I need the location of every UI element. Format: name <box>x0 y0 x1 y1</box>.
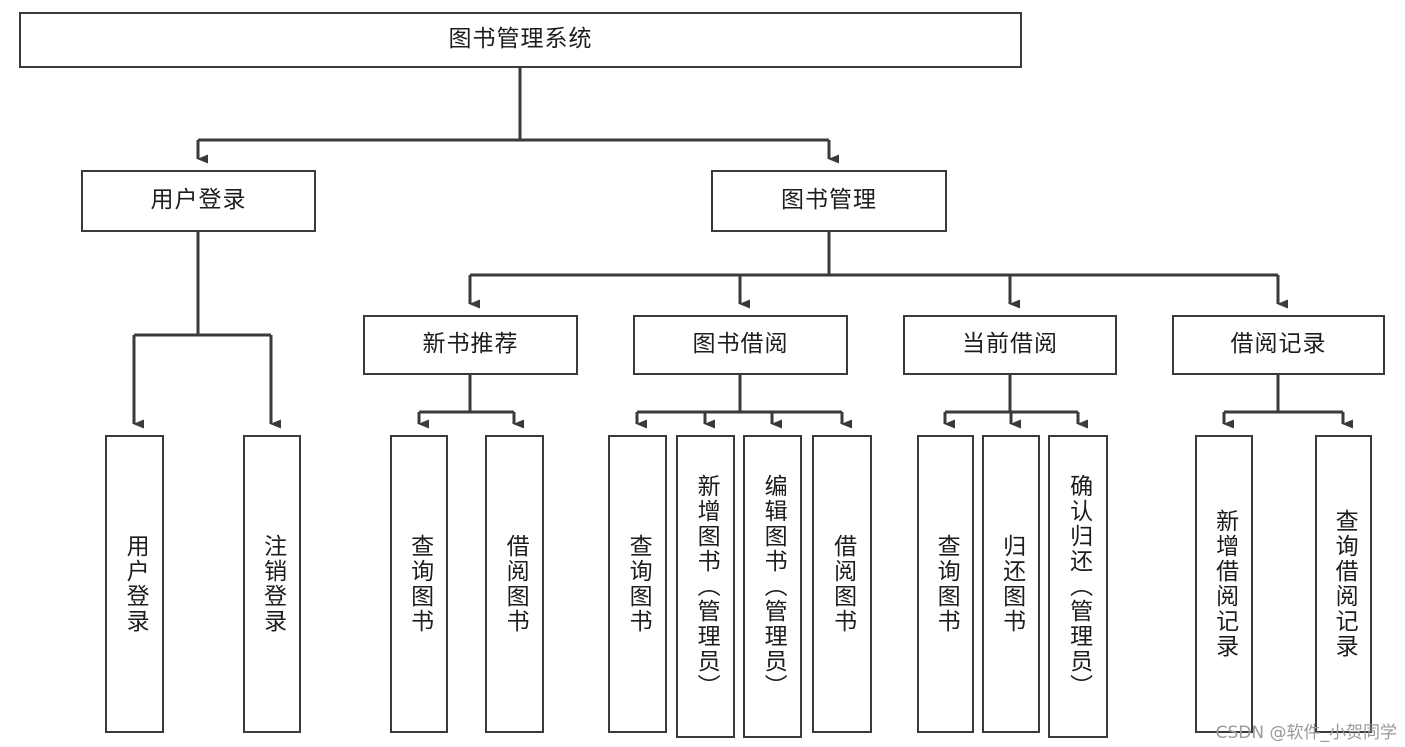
function-label: 编辑图书（管理员） <box>760 474 787 699</box>
root-label: 图书管理系统 <box>448 26 593 53</box>
function-node[interactable]: 借阅图书 <box>812 435 872 733</box>
function-label: 新增图书（管理员） <box>693 474 720 699</box>
function-node[interactable]: 新增图书（管理员） <box>676 435 735 738</box>
function-node[interactable]: 用户登录 <box>105 435 164 733</box>
function-label: 借阅图书 <box>829 534 856 634</box>
module-label: 图书管理 <box>781 187 877 214</box>
submodule-label: 当前借阅 <box>962 331 1058 358</box>
submodule-label: 图书借阅 <box>692 331 789 358</box>
function-node[interactable]: 确认归还（管理员） <box>1048 435 1108 738</box>
function-node[interactable]: 归还图书 <box>982 435 1040 733</box>
function-node[interactable]: 注销登录 <box>243 435 301 733</box>
function-node[interactable]: 查询图书 <box>608 435 667 733</box>
submodule-node[interactable]: 借阅记录 <box>1172 315 1385 375</box>
function-label: 新增借阅记录 <box>1211 509 1238 659</box>
function-node[interactable]: 查询图书 <box>390 435 448 733</box>
function-node[interactable]: 新增借阅记录 <box>1195 435 1253 733</box>
module-label: 用户登录 <box>150 187 247 214</box>
function-label: 用户登录 <box>122 534 149 634</box>
submodule-label: 借阅记录 <box>1230 331 1327 358</box>
function-label: 查询借阅记录 <box>1331 509 1358 659</box>
module-node[interactable]: 图书管理 <box>711 170 947 232</box>
root-node[interactable]: 图书管理系统 <box>19 12 1022 68</box>
function-label: 归还图书 <box>998 534 1025 634</box>
module-node[interactable]: 用户登录 <box>81 170 316 232</box>
function-label: 查询图书 <box>625 534 652 634</box>
function-label: 查询图书 <box>406 534 433 634</box>
function-label: 借阅图书 <box>502 534 529 634</box>
function-node[interactable]: 编辑图书（管理员） <box>743 435 802 738</box>
function-node[interactable]: 查询借阅记录 <box>1315 435 1372 733</box>
function-node[interactable]: 查询图书 <box>917 435 974 733</box>
submodule-node[interactable]: 当前借阅 <box>903 315 1117 375</box>
function-label: 注销登录 <box>259 534 286 634</box>
submodule-label: 新书推荐 <box>422 331 519 358</box>
submodule-node[interactable]: 新书推荐 <box>363 315 578 375</box>
submodule-node[interactable]: 图书借阅 <box>633 315 848 375</box>
function-node[interactable]: 借阅图书 <box>485 435 544 733</box>
function-label: 确认归还（管理员） <box>1065 474 1092 699</box>
function-label: 查询图书 <box>933 534 960 634</box>
